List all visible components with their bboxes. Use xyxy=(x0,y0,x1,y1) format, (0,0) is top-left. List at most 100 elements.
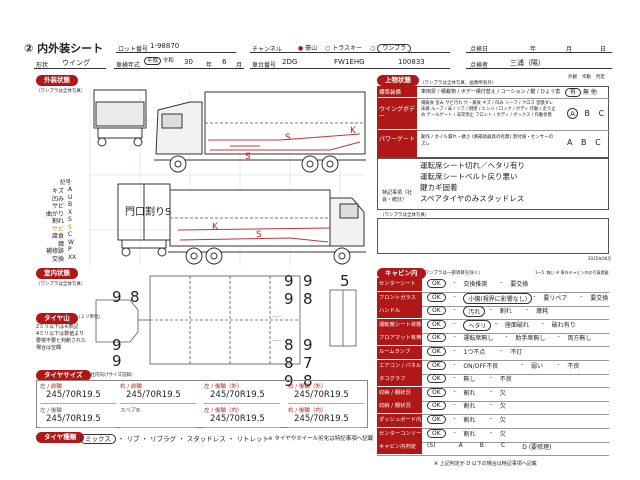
cabin-option[interactable]: ON/OFF不良 xyxy=(463,362,499,370)
cabin-option[interactable]: 助手席無し xyxy=(515,335,546,343)
cabin-option[interactable]: 不灯 xyxy=(510,349,523,356)
era-selector[interactable]: 平成 令和 xyxy=(144,57,174,65)
tyre-type-option[interactable]: リトレット xyxy=(236,435,269,443)
cabin-option[interactable]: A xyxy=(458,442,463,450)
cabin-option[interactable]: 不良 xyxy=(567,362,580,370)
cabin-option[interactable]: ヘタリ xyxy=(463,319,492,331)
tread-code: 9 xyxy=(284,372,294,390)
cabin-row-label: ハンドル xyxy=(377,305,422,319)
radio-icon[interactable]: ○ xyxy=(325,45,331,52)
cabin-option[interactable]: 割れ xyxy=(463,430,476,438)
cabin-option[interactable]: 欠 xyxy=(499,403,506,411)
cabin-separator: - xyxy=(505,333,508,341)
cabin-option[interactable]: 要リペア xyxy=(543,294,568,302)
cabin-option[interactable]: OK xyxy=(427,319,446,329)
interior-diagram: ----- ----- xyxy=(95,275,357,365)
cabin-option[interactable]: (S) xyxy=(427,442,436,450)
legend-term: サビ xyxy=(51,225,64,233)
tread-code: 5 xyxy=(340,272,350,290)
cabin-option[interactable]: 要交換 xyxy=(510,281,529,288)
cabin-option[interactable]: 交換推奨 xyxy=(463,281,488,288)
cabin-option[interactable]: 摩耗 xyxy=(536,308,549,316)
grade-a[interactable]: A xyxy=(567,138,573,147)
grade-c[interactable]: C xyxy=(598,109,605,118)
exterior-note: （ワンプラは全体写真） xyxy=(36,89,86,94)
cabin-option[interactable]: D (要修理) xyxy=(522,444,552,452)
cabin-row-label: キャビン内判定 xyxy=(377,441,422,455)
radio-icon[interactable]: ○ xyxy=(370,45,376,52)
option-no[interactable]: 無 xyxy=(582,89,589,96)
cabin-option[interactable]: 割れ xyxy=(463,417,476,424)
cabin-separator: - xyxy=(495,319,498,327)
cabin-option[interactable]: 弱い xyxy=(531,362,544,370)
cabin-option[interactable]: 要交換 xyxy=(590,294,609,302)
cabin-option[interactable]: OK xyxy=(427,306,446,316)
exterior-diagram xyxy=(89,89,366,265)
cabin-separator: - xyxy=(453,387,456,395)
tyre-type-option[interactable]: スタッドレス xyxy=(186,435,226,443)
cabin-option[interactable]: 欠 xyxy=(499,417,506,424)
tyre-position-label: スペアB xyxy=(120,408,140,414)
cabin-option[interactable]: 欠 xyxy=(499,389,506,397)
cabin-option[interactable]: C xyxy=(501,442,506,450)
cabin-option[interactable]: 無し xyxy=(463,376,476,384)
cabin-option[interactable]: 小傷(視界に影響なし) xyxy=(463,292,533,304)
grade-c[interactable]: C xyxy=(595,138,601,147)
cabin-option[interactable]: OK xyxy=(427,347,446,356)
cabin-row-label: 収納 / 棚状況 xyxy=(377,400,422,414)
col-exterior: 外観 xyxy=(568,75,577,80)
legend-term: サビ xyxy=(51,203,64,210)
option-yes[interactable]: 有 xyxy=(565,88,582,97)
cabin-separator: - xyxy=(489,401,492,409)
cabin-option[interactable]: OK xyxy=(427,279,446,288)
cabin-option[interactable]: 1つ不点 xyxy=(463,349,486,356)
cabin-option[interactable]: 汚れ xyxy=(463,306,486,318)
cabin-separator: - xyxy=(453,279,456,286)
cabin-option[interactable]: 割れ xyxy=(463,389,476,397)
option-other[interactable]: 他 xyxy=(590,89,597,96)
grade-b[interactable]: B xyxy=(581,138,587,147)
cabin-option[interactable]: 座面破れ xyxy=(505,321,530,329)
grade-b[interactable]: B xyxy=(584,109,591,118)
tyre-size-value[interactable]: 245/70R19.5 xyxy=(210,390,265,400)
legend-term: 曲がり xyxy=(45,210,64,218)
tyre-type-option[interactable]: リブラグ xyxy=(150,435,177,443)
grade-a[interactable]: A xyxy=(567,108,578,119)
cabin-option[interactable]: OK xyxy=(427,374,446,384)
cabin-option[interactable]: 破れ有り xyxy=(551,321,576,329)
radio-icon[interactable]: ● xyxy=(298,45,304,52)
cabin-separator: - xyxy=(489,374,492,382)
cabin-row-label: 収納 / 棚状況 xyxy=(377,386,422,400)
date-year-unit: 年 xyxy=(530,46,537,53)
cabin-option[interactable]: 割れ xyxy=(463,403,476,411)
tyre-position-label: 左 / 後輪 xyxy=(40,408,62,414)
cabin-option[interactable]: B xyxy=(479,442,484,450)
tyre-size-value[interactable]: 245/70R19.5 xyxy=(126,390,181,400)
tyre-size-value[interactable]: 245/70R19.5 xyxy=(294,390,349,400)
cabin-option[interactable]: OK xyxy=(427,292,446,302)
tyre-size-value[interactable]: 245/70R19.5 xyxy=(46,414,101,424)
cabin-option[interactable]: OK xyxy=(427,333,446,343)
tyre-type-option[interactable]: ミックス xyxy=(80,434,116,444)
cabin-option[interactable]: OK xyxy=(427,415,446,424)
channel-label: チャンネル xyxy=(252,46,282,53)
tyre-size-value[interactable]: 245/70R19.5 xyxy=(294,414,349,424)
cabin-option[interactable]: 欠 xyxy=(499,430,506,438)
cabin-option[interactable]: 不良 xyxy=(499,376,512,384)
tyre-size-value[interactable]: 245/70R19.5 xyxy=(46,390,101,400)
cabin-option[interactable]: OK xyxy=(427,387,446,397)
cabin-option[interactable]: 両方無し xyxy=(567,335,592,343)
cabin-option[interactable]: OK xyxy=(427,360,446,370)
cabin-option[interactable]: 割れ xyxy=(499,308,512,316)
chassis-value: FW1EHG xyxy=(334,58,365,66)
tyre-type-option[interactable]: リブ xyxy=(126,435,140,443)
cabin-option[interactable]: OK xyxy=(427,401,446,411)
cabin-separator: - xyxy=(453,319,456,327)
cabin-option[interactable]: 運転席無し xyxy=(463,335,494,343)
tread-code: 9 xyxy=(284,272,294,290)
damage-mark: S xyxy=(245,152,251,162)
damage-mark: K xyxy=(212,222,218,232)
tyre-size-value[interactable]: 245/70R19.5 xyxy=(210,414,265,424)
cabin-option[interactable]: OK xyxy=(427,428,446,438)
